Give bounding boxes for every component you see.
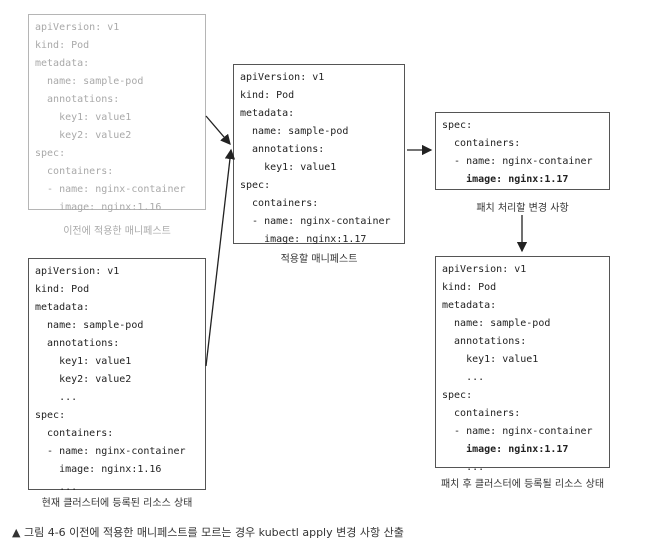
code-line: key1: value1 <box>35 356 132 367</box>
code-line: image: nginx:1.17 <box>442 444 569 455</box>
apply-manifest-code: apiVersion: v1 kind: Pod metadata: name: s… <box>240 69 398 249</box>
code-line: image: nginx:1.17 <box>442 174 569 185</box>
patch-code: spec: containers: - name: nginx-containe… <box>442 117 603 189</box>
code-line: spec: <box>442 120 473 131</box>
code-line: metadata: <box>35 302 90 313</box>
current-state-box: apiVersion: v1 kind: Pod metadata: name: s… <box>28 258 206 493</box>
code-line: kind: Pod <box>240 90 295 101</box>
code-line: apiVersion: v1 <box>35 266 120 277</box>
code-line: containers: <box>240 198 319 209</box>
arrow-current-to-apply <box>205 148 236 367</box>
code-line: annotations: <box>442 336 527 347</box>
code-line: spec: <box>35 410 66 421</box>
code-line: metadata: <box>442 300 497 311</box>
code-line: name: sample-pod <box>35 320 144 331</box>
patch-caption: 패치 처리할 변경 사항 <box>476 203 569 214</box>
code-line: spec: <box>35 148 66 159</box>
code-line: kind: Pod <box>35 284 90 295</box>
code-line: containers: <box>35 166 114 177</box>
code-line: metadata: <box>35 58 90 69</box>
code-line: - name: nginx-container <box>240 216 391 227</box>
code-line: annotations: <box>35 338 120 349</box>
code-line: key1: value1 <box>35 112 132 123</box>
apply-manifest-box: apiVersion: v1 kind: Pod metadata: name: s… <box>233 64 405 245</box>
current-state-caption: 현재 클러스터에 등록된 리소스 상태 <box>41 498 193 509</box>
code-line: key2: value2 <box>35 130 132 141</box>
code-line: apiVersion: v1 <box>442 264 527 275</box>
code-line: name: sample-pod <box>35 76 144 87</box>
code-line: annotations: <box>240 144 325 155</box>
figure-caption: ▲ 그림 4-6 이전에 적용한 매니페스트를 모르는 경우 kubectl a… <box>12 526 404 539</box>
code-line: key2: value2 <box>35 374 132 385</box>
apply-manifest-caption: 적용할 매니페스트 <box>280 254 358 265</box>
after-patch-caption: 패치 후 클러스터에 등록될 리소스 상태 <box>440 479 605 490</box>
code-line: metadata: <box>240 108 295 119</box>
code-line: containers: <box>35 428 114 439</box>
code-line: - name: nginx-container <box>442 426 593 437</box>
code-line: name: sample-pod <box>442 318 551 329</box>
prev-manifest-caption: 이전에 적용한 매니페스트 <box>63 226 171 237</box>
code-line: annotations: <box>35 94 120 105</box>
code-line: ... <box>35 392 78 403</box>
code-line: apiVersion: v1 <box>35 22 120 33</box>
code-line: spec: <box>240 180 271 191</box>
code-line: key1: value1 <box>240 162 337 173</box>
code-line: ... <box>442 462 485 473</box>
code-line: spec: <box>442 390 473 401</box>
code-line: image: nginx:1.17 <box>240 234 367 245</box>
code-line: - name: nginx-container <box>442 156 593 167</box>
code-line: key1: value1 <box>442 354 539 365</box>
code-line: - name: nginx-container <box>35 446 186 457</box>
code-line: apiVersion: v1 <box>240 72 325 83</box>
prev-manifest-box: apiVersion: v1 kind: Pod metadata: name: s… <box>28 14 206 213</box>
code-line: image: nginx:1.16 <box>35 202 162 213</box>
code-line: ... <box>442 372 485 383</box>
code-line: kind: Pod <box>35 40 90 51</box>
after-patch-code: apiVersion: v1 kind: Pod metadata: name: s… <box>442 261 603 477</box>
code-line: - name: nginx-container <box>35 184 186 195</box>
prev-manifest-code: apiVersion: v1 kind: Pod metadata: name: s… <box>35 19 199 217</box>
after-patch-box: apiVersion: v1 kind: Pod metadata: name: s… <box>435 256 610 473</box>
patch-box: spec: containers: - name: nginx-containe… <box>435 112 610 190</box>
current-state-code: apiVersion: v1 kind: Pod metadata: name: s… <box>35 263 199 497</box>
code-line: ... <box>35 482 78 493</box>
code-line: image: nginx:1.16 <box>35 464 162 475</box>
code-line: containers: <box>442 138 521 149</box>
code-line: kind: Pod <box>442 282 497 293</box>
code-line: name: sample-pod <box>240 126 349 137</box>
arrow-prev-to-apply <box>205 115 231 145</box>
code-line: containers: <box>442 408 521 419</box>
